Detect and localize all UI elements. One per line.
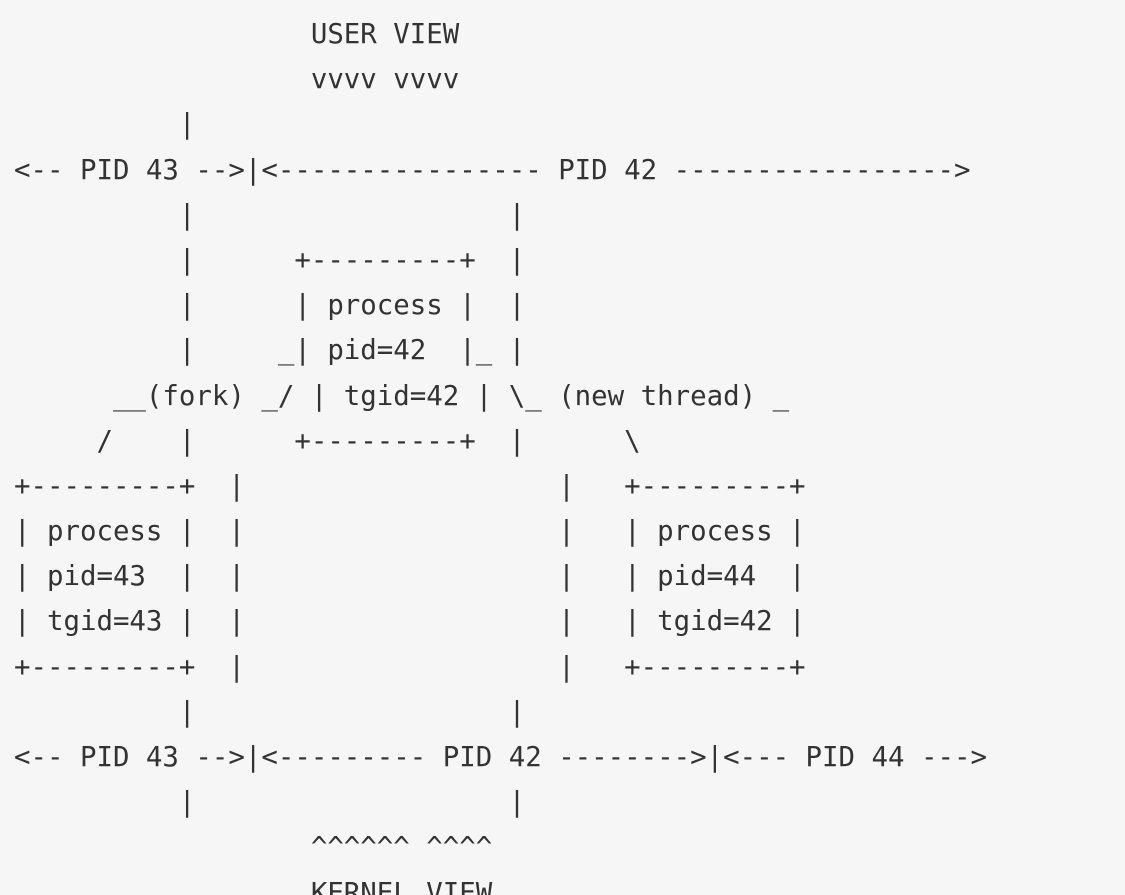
diagram-line-child-pids: | pid=43 | | | | pid=44 | <box>14 561 806 593</box>
diagram-line-user-view-arrows: vvvv vvvv <box>14 64 460 96</box>
diagram-line-10: / | +---------+ | \ <box>14 425 641 457</box>
diagram-line-03: | <box>14 109 196 141</box>
diagram-line-11: +---------+ | | +---------+ <box>14 470 806 502</box>
diagram-line-user-pid-ranges: <-- PID 43 -->|<---------------- PID 42 … <box>14 154 971 186</box>
diagram-line-process-42-pid: | _| pid=42 |_ | <box>14 335 526 367</box>
diagram-line-child-process-labels: | process | | | | process | <box>14 516 806 548</box>
diagram-line-fork-and-thread: __(fork) _/ | tgid=42 | \_ (new thread) … <box>14 380 790 412</box>
diagram-line-06: | +---------+ | <box>14 244 526 276</box>
diagram-line-child-tgids: | tgid=43 | | | | tgid=42 | <box>14 606 806 638</box>
diagram-line-kernel-view-title: KERNEL VIEW <box>14 877 493 895</box>
diagram-line-18: | | <box>14 787 526 819</box>
diagram-line-process-42-label: | | process | | <box>14 290 526 322</box>
diagram-line-user-view-title: USER VIEW <box>14 19 460 50</box>
ascii-art-block: USER VIEW vvvv vvvv | <-- PID 43 -->|<---… <box>14 12 987 895</box>
diagram-line-16: | | <box>14 696 526 728</box>
diagram-line-kernel-view-arrows: ^^^^^^ ^^^^ <box>14 832 493 864</box>
diagram-line-05: | | <box>14 199 526 231</box>
diagram-line-kernel-pid-ranges: <-- PID 43 -->|<--------- PID 42 -------… <box>14 742 987 773</box>
diagram-line-15: +---------+ | | +---------+ <box>14 651 806 683</box>
